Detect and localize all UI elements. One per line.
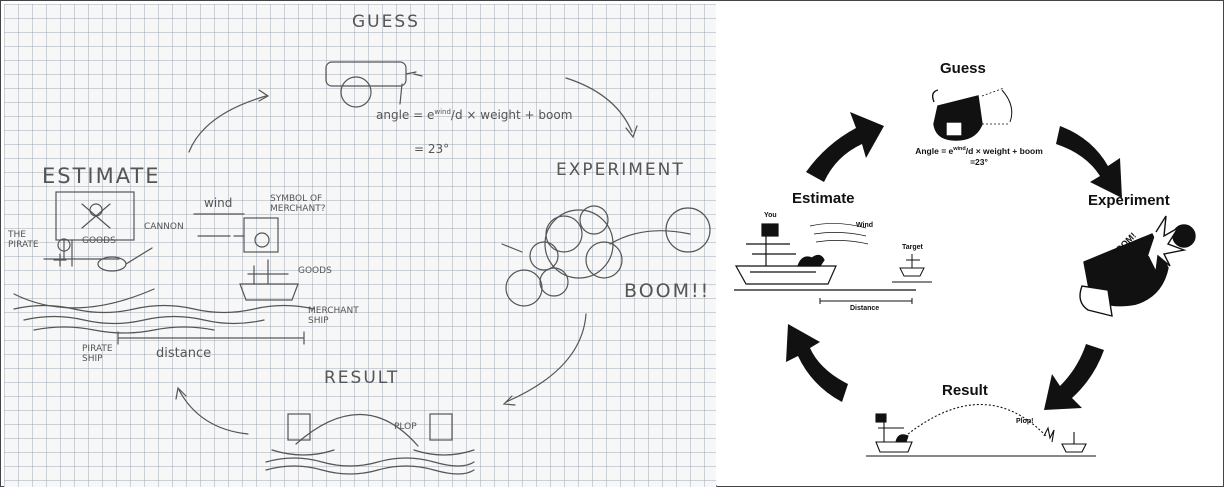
sketch-label-estimate: ESTIMATE: [42, 164, 161, 188]
sketch-label-guess: GUESS: [352, 12, 420, 32]
sketch-label-boom: BOOM!!: [624, 280, 710, 302]
guess-formula: Angle = ewind/d × weight + boom =23°: [896, 144, 1062, 168]
sketch-label-result: RESULT: [324, 368, 399, 388]
sketch-arrow-head: [259, 90, 268, 101]
label-result: Result: [942, 382, 988, 399]
sketch-distance-line: [118, 332, 304, 344]
label-wind: Wind: [856, 222, 873, 229]
sketch-label-pirate-ship: PIRATE SHIP: [82, 344, 122, 364]
guess-cannon-illustration: [933, 88, 1012, 140]
label-target: Target: [902, 244, 923, 251]
estimate-target-ship: [892, 254, 932, 282]
sketch-wind-arrows: [194, 214, 244, 236]
cycle-arrow-estimate-to-guess: [806, 112, 884, 182]
cycle-arrow-guess-to-experiment: [1056, 126, 1122, 198]
estimate-pirate-ship: [734, 224, 916, 290]
guess-formula-sup: wind: [953, 146, 966, 152]
sketch-formula: angle = ewind/d × weight + boom: [376, 108, 572, 122]
sketch-arrow-guess-to-experiment: [566, 78, 632, 132]
sketch-result-value: = 23°: [414, 142, 449, 156]
sketch-waves: [14, 306, 314, 334]
label-guess: Guess: [940, 60, 986, 77]
guess-formula-result: =23°: [970, 157, 988, 167]
sketch-formula-sup: wind: [434, 108, 451, 116]
guess-formula-rest: /d × weight + boom: [966, 146, 1043, 156]
sketch-label-symbol-merchant: SYMBOL OF MERCHANT?: [270, 194, 342, 214]
result-scene-illustration: [866, 404, 1096, 456]
sketch-pirate-flag: [56, 192, 134, 266]
sketch-label-distance: distance: [156, 346, 211, 361]
label-you: You: [764, 212, 777, 219]
sketch-label-wind: wind: [204, 196, 232, 210]
sketch-label-experiment: EXPERIMENT: [556, 160, 685, 180]
sketch-merchant: [240, 218, 298, 300]
sketch-arrow-estimate-to-guess: [189, 96, 266, 152]
guess-formula-prefix: Angle = e: [915, 146, 953, 156]
label-experiment: Experiment: [1088, 192, 1170, 209]
sketch-arrow-experiment-to-result: [506, 314, 586, 402]
sketch-arrow-result-to-estimate: [179, 390, 248, 434]
label-distance: Distance: [850, 305, 879, 312]
sketch-label-the-pirate: THE PIRATE: [8, 230, 44, 250]
sketch-guess-cannon: [326, 62, 422, 107]
experiment-cannon-illustration: [1080, 216, 1195, 316]
sketch-label-plop: PLOP: [394, 422, 417, 432]
sketch-label-cannon: CANNON: [144, 222, 184, 232]
sketch-label-merchant-ship: MERCHANT SHIP: [308, 306, 368, 326]
sketch-panel: GUESS angle = ewind/d × weight + boom = …: [4, 4, 717, 487]
sketch-formula-rest: /d × weight + boom: [451, 108, 572, 122]
label-estimate: Estimate: [792, 190, 855, 207]
illustrated-panel: Guess Angle = ewind/d × weight + boom =2…: [716, 4, 1222, 485]
sketch-explosion: [530, 206, 690, 278]
sketch-label-goods-right: GOODS: [298, 266, 332, 276]
sketch-result-scene: [266, 414, 474, 474]
label-plop: Plop!: [1016, 418, 1034, 425]
cycle-arrow-experiment-to-result: [1044, 344, 1104, 410]
cycle-arrow-result-to-estimate: [786, 324, 848, 402]
sketch-formula-prefix: angle = e: [376, 108, 434, 122]
sketch-label-goods-left: GOODS: [82, 236, 116, 246]
estimate-distance-line: [820, 298, 912, 304]
